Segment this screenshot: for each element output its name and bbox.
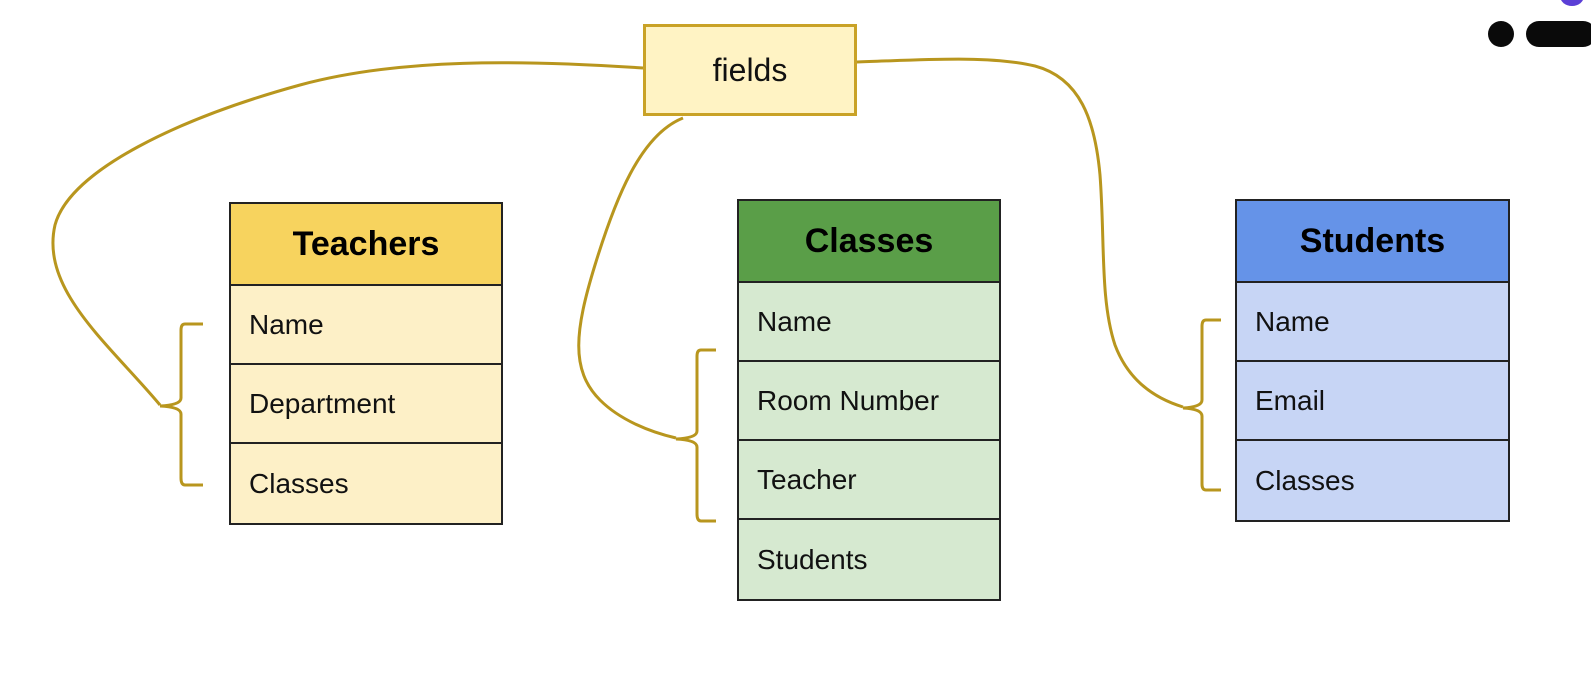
brace-students xyxy=(1182,318,1221,492)
brace-teachers xyxy=(159,322,203,487)
teachers-field-name: Name xyxy=(231,286,501,365)
students-field-name: Name xyxy=(1237,283,1508,362)
classes-field-room-number: Room Number xyxy=(739,362,999,441)
students-table-title: Students xyxy=(1237,201,1508,283)
classes-table-title: Classes xyxy=(739,201,999,283)
toolbar-pill-control[interactable] xyxy=(1526,21,1591,47)
classes-table: Classes Name Room Number Teacher Student… xyxy=(737,199,1001,601)
brace-classes xyxy=(675,348,716,523)
students-field-classes: Classes xyxy=(1237,441,1508,520)
classes-field-students: Students xyxy=(739,520,999,599)
students-field-email: Email xyxy=(1237,362,1508,441)
teachers-table-title: Teachers xyxy=(231,204,501,286)
corner-accent-shape xyxy=(1560,0,1584,6)
connector-classes xyxy=(577,116,684,440)
teachers-field-classes: Classes xyxy=(231,444,501,523)
teachers-table: Teachers Name Department Classes xyxy=(229,202,503,525)
fields-label: fields xyxy=(712,51,788,88)
students-table: Students Name Email Classes xyxy=(1235,199,1510,522)
fields-node: fields xyxy=(643,24,857,116)
teachers-field-department: Department xyxy=(231,365,501,444)
toolbar-dot-icon[interactable] xyxy=(1488,21,1514,47)
classes-field-teacher: Teacher xyxy=(739,441,999,520)
classes-field-name: Name xyxy=(739,283,999,362)
